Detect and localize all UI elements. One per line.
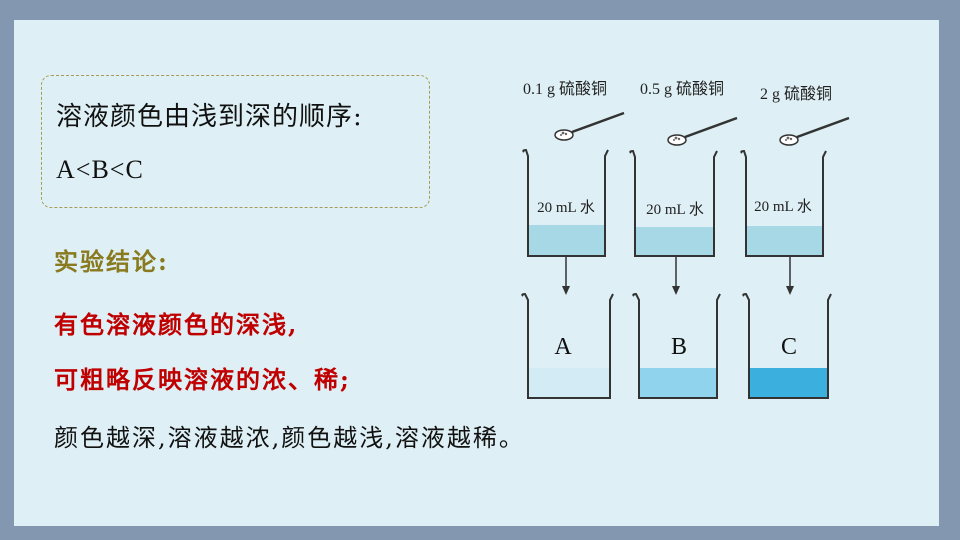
spoon-icon [779, 116, 850, 146]
solution-label: A [554, 334, 572, 360]
solution-label: C [781, 334, 797, 360]
sample-label: 0.1 g 硫酸铜 [523, 80, 607, 98]
experiment-column-c: 2 g 硫酸铜 20 mL 水 C [740, 85, 850, 399]
spoon-icon [554, 111, 625, 141]
experiment-column-b: 0.5 g 硫酸铜 20 mL 水 B [629, 80, 738, 399]
sample-label: 2 g 硫酸铜 [760, 85, 832, 103]
water-fill [528, 225, 605, 256]
solution-fill [639, 368, 717, 398]
slide: 溶液颜色由浅到深的顺序: A<B<C 实验结论: 有色溶液颜色的深浅, 可粗略反… [14, 20, 939, 526]
order-box: 溶液颜色由浅到深的顺序: A<B<C [41, 75, 430, 208]
spoon-icon [667, 116, 738, 146]
solution-fill [749, 368, 828, 398]
arrow-down-icon [786, 256, 794, 295]
order-value: A<B<C [56, 155, 144, 184]
water-fill [746, 226, 823, 256]
solution-beaker [742, 292, 832, 399]
water-fill [635, 227, 714, 256]
experiment-column-a: 0.1 g 硫酸铜 20 mL 水 A [521, 80, 625, 399]
water-label: 20 mL 水 [537, 199, 595, 216]
solution-beaker [632, 292, 721, 399]
conclusion-line-2: 可粗略反映溶液的浓、稀; [54, 365, 351, 394]
order-title: 溶液颜色由浅到深的顺序: [56, 102, 363, 132]
solution-beaker [521, 292, 614, 399]
conclusion-line-1: 有色溶液颜色的深浅, [54, 310, 299, 339]
conclusion-heading: 实验结论: [54, 247, 169, 276]
arrow-down-icon [672, 256, 680, 295]
solution-fill [528, 368, 610, 398]
water-label: 20 mL 水 [646, 201, 704, 218]
water-label: 20 mL 水 [754, 198, 812, 215]
arrow-down-icon [562, 256, 570, 295]
water-beaker [740, 149, 827, 257]
sample-label: 0.5 g 硫酸铜 [640, 80, 724, 98]
water-beaker [629, 149, 718, 257]
experiment-diagram: 0.1 g 硫酸铜 20 mL 水 A [521, 80, 850, 399]
solution-label: B [671, 334, 687, 360]
conclusion-line-3: 颜色越深,溶液越浓,颜色越浅,溶液越稀。 [54, 424, 525, 452]
